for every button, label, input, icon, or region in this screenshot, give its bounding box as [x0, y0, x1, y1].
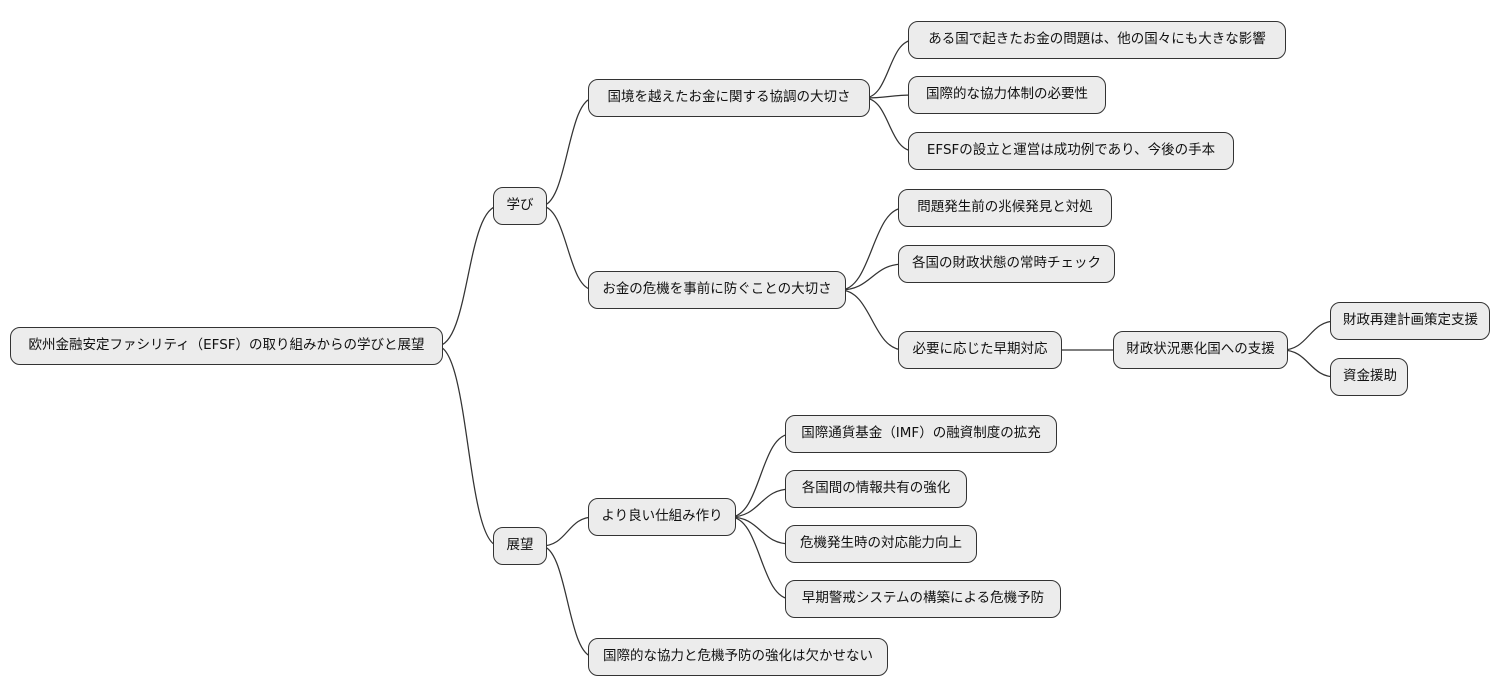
node-efsf-success-model: EFSFの設立と運営は成功例であり、今後の手本 — [908, 132, 1234, 170]
node-cross-border-impact: ある国で起きたお金の問題は、他の国々にも大きな影響 — [908, 21, 1286, 59]
node-early-warning-system: 早期警戒システムの構築による危機予防 — [785, 580, 1061, 618]
node-crisis-prevention: お金の危機を事前に防ぐことの大切さ — [588, 271, 846, 309]
edge-better-system-capability — [729, 516, 792, 545]
edge-root-outlook — [436, 345, 500, 547]
node-funding-aid: 資金援助 — [1330, 358, 1408, 396]
edge-better-system-info-sharing — [729, 488, 792, 518]
node-early-response: 必要に応じた早期対応 — [898, 331, 1062, 369]
node-early-signs: 問題発生前の兆候発見と対処 — [898, 189, 1112, 227]
node-root: 欧州金融安定ファシリティ（EFSF）の取り組みからの学びと展望 — [10, 327, 443, 365]
edge-better-system-early-warning — [729, 516, 792, 600]
node-imf-lending: 国際通貨基金（IMF）の融資制度の拡充 — [785, 415, 1057, 453]
node-response-capability: 危機発生時の対応能力向上 — [785, 525, 977, 563]
node-info-sharing: 各国間の情報共有の強化 — [785, 470, 967, 508]
node-conclusion: 国際的な協力と危機予防の強化は欠かせない — [588, 638, 888, 676]
node-outlook: 展望 — [493, 527, 547, 565]
edge-coordination-impact — [863, 39, 915, 99]
node-coordination: 国境を越えたお金に関する協調の大切さ — [588, 79, 870, 117]
node-better-system: より良い仕組み作り — [588, 498, 736, 536]
node-learning: 学び — [493, 187, 547, 225]
node-rebuild-plan-support: 財政再建計画策定支援 — [1330, 302, 1490, 340]
edge-outlook-conclusion — [540, 545, 595, 658]
edge-outlook-better-system — [540, 516, 595, 547]
edge-prevention-monitoring — [839, 263, 905, 291]
edge-learning-coordination — [540, 97, 595, 207]
edge-coordination-efsf-model — [863, 97, 915, 152]
edge-root-learning — [436, 205, 500, 347]
edge-support-rebuild-plan — [1281, 320, 1337, 351]
node-support-weak-states: 財政状況悪化国への支援 — [1113, 331, 1288, 369]
edge-prevention-early-response — [839, 289, 905, 351]
node-intl-cooperation: 国際的な協力体制の必要性 — [908, 76, 1106, 114]
node-fiscal-monitoring: 各国の財政状態の常時チェック — [898, 245, 1115, 283]
edge-learning-prevention — [540, 205, 595, 291]
edge-prevention-signs — [839, 207, 905, 291]
edge-support-funding — [1281, 349, 1337, 378]
edge-better-system-imf — [729, 433, 792, 518]
